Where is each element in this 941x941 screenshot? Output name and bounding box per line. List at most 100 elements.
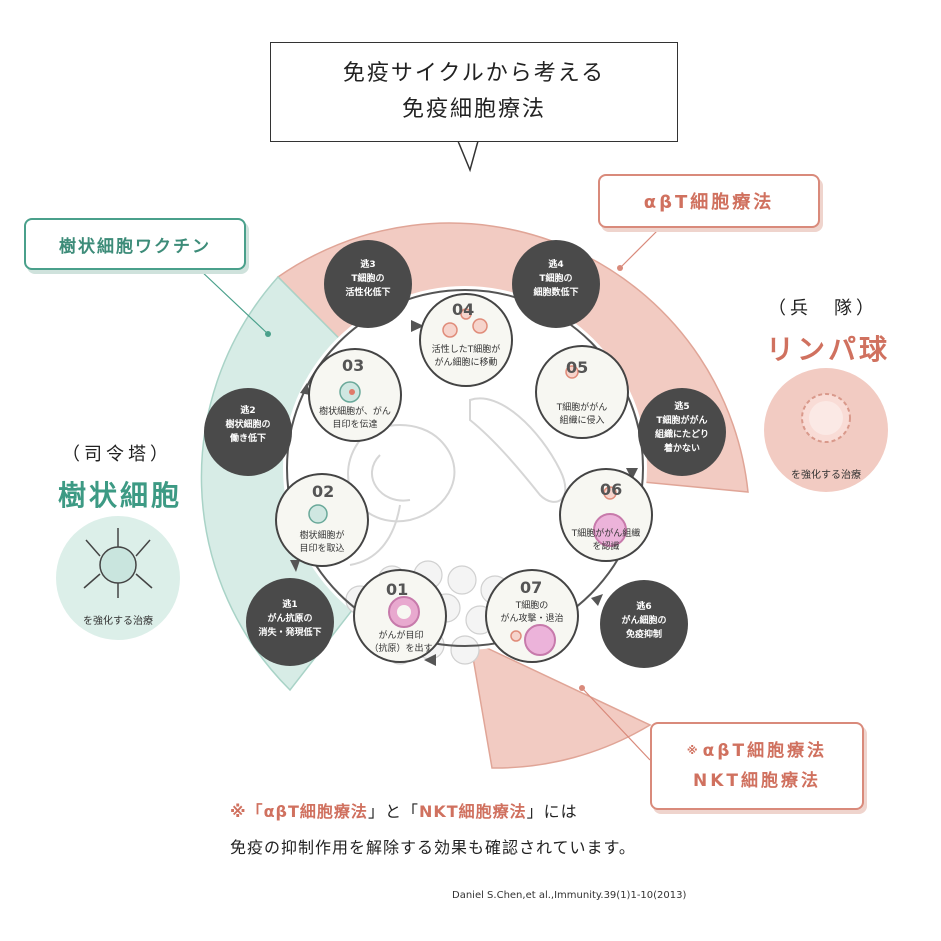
right-panel-name: リンパ球 <box>766 333 891 366</box>
note-line-1: ※「αβT細胞療法」と「NKT細胞療法」には <box>230 798 578 822</box>
left-panel-caption: を強化する治療 <box>83 616 153 627</box>
red-sector-bottom <box>469 638 652 769</box>
step-03-text2: 目印を伝達 <box>332 420 378 430</box>
step-03-text: 樹状細胞が、がん 目印を伝達 <box>306 406 404 432</box>
step-01-num: 01 <box>386 580 409 599</box>
title-box: 免疫サイクルから考える 免疫細胞療法 <box>270 42 678 142</box>
cycle-arrowheads <box>290 320 638 666</box>
step-01-text1: がんが目印 <box>378 631 424 641</box>
ab-t-callout: αβT細胞療法 <box>598 174 820 228</box>
step-02-text: 樹状細胞が 目印を取込 <box>277 530 367 556</box>
note-mid: 」と「 <box>367 802 419 821</box>
escape-1-tag: 逃1 <box>282 600 298 610</box>
step-05-text: T細胞ががん 組織に侵入 <box>536 402 628 428</box>
escape-circle-6 <box>600 580 688 668</box>
red-callout2-pointer <box>581 687 651 761</box>
escape-5: 逃5 T細胞ががん 組織にたどり 着かない <box>638 400 726 456</box>
step-06-text1: T細胞ががん組織 <box>571 529 641 539</box>
right-panel-caption: を強化する治療 <box>791 470 861 481</box>
step-04-num: 04 <box>452 300 475 319</box>
escape-4-tag: 逃4 <box>548 260 564 270</box>
escape-circle-3 <box>324 240 412 328</box>
escape-4: 逃4 T細胞の 細胞数低下 <box>512 258 600 300</box>
dendritic-vaccine-callout: 樹状細胞ワクチン <box>24 218 246 270</box>
escape-5-text2: 組織にたどり <box>654 430 709 440</box>
step-circle-04 <box>419 293 513 387</box>
escape-4-text1: T細胞の <box>539 274 573 284</box>
red-callout2-dot <box>579 685 585 691</box>
escape-3-tag: 逃3 <box>360 260 376 270</box>
step-05-num: 05 <box>566 358 589 377</box>
step-07-text1: T細胞の <box>515 601 549 611</box>
step-06-text2: を認識 <box>592 542 620 552</box>
title-tail <box>456 140 479 173</box>
step-04-text1: 活性したT細胞が <box>431 345 501 355</box>
step-07-num: 07 <box>520 578 543 597</box>
left-panel-paren: （司令塔） <box>62 444 172 465</box>
combo-therapy-callout: ※αβT細胞療法 NKT細胞療法 <box>650 722 864 810</box>
step-07-text: T細胞の がん攻撃・退治 <box>486 600 578 626</box>
escape-2: 逃2 樹状細胞の 働き低下 <box>204 404 292 446</box>
escape-2-text2: 働き低下 <box>229 434 266 444</box>
step-01-text2: （抗原）を出す <box>369 644 433 654</box>
escape-6-text1: がん細胞の <box>621 616 667 626</box>
step-circle-05 <box>535 345 629 439</box>
escape-1-text1: がん抗原の <box>267 614 313 624</box>
step-07-text2: がん攻撃・退治 <box>500 614 564 624</box>
escape-5-text3: 着かない <box>663 444 700 454</box>
step-02-num: 02 <box>312 482 335 501</box>
combo-line-1: ※αβT細胞療法 <box>687 736 827 766</box>
escape-6: 逃6 がん細胞の 免疫抑制 <box>600 600 688 642</box>
title-line-1: 免疫サイクルから考える <box>342 61 606 86</box>
escape-circle-4 <box>512 240 600 328</box>
escape-3-text2: 活性化低下 <box>345 288 391 298</box>
escape-1: 逃1 がん抗原の 消失・発現低下 <box>246 598 334 640</box>
step-04-text2: がん細胞に移動 <box>434 358 498 368</box>
escape-circle-5 <box>638 388 726 476</box>
escape-circles <box>204 240 726 668</box>
escape-4-text2: 細胞数低下 <box>533 288 579 298</box>
red-callout-dot <box>617 265 623 271</box>
citation: Daniel S.Chen,et al.,Immunity.39(1)1-10(… <box>452 890 687 901</box>
step-06-text: T細胞ががん組織 を認識 <box>558 528 654 554</box>
dendritic-cell-illustration <box>56 516 180 640</box>
green-callout-dot <box>265 331 271 337</box>
lymphocyte-illustration <box>764 368 888 492</box>
note-term-2: NKT細胞療法 <box>418 802 527 821</box>
step-illustrations <box>308 308 627 656</box>
step-04-text: 活性したT細胞が がん細胞に移動 <box>418 344 514 370</box>
note-line-2: 免疫の抑制作用を解除する効果も確認されています。 <box>230 838 636 857</box>
escape-6-tag: 逃6 <box>636 602 652 612</box>
cycle-ring <box>286 289 644 647</box>
escape-circle-1 <box>246 578 334 666</box>
left-panel-name: 樹状細胞 <box>58 479 183 512</box>
step-02-text2: 目印を取込 <box>299 544 345 554</box>
note-term-1: αβT細胞療法 <box>263 802 368 821</box>
note-prefix: ※「 <box>230 802 264 821</box>
combo-line-1-text: αβT細胞療法 <box>702 741 828 761</box>
step-03-text1: 樹状細胞が、がん <box>319 407 391 417</box>
step-02-text1: 樹状細胞が <box>299 531 345 541</box>
green-callout-pointer <box>199 269 269 335</box>
step-05-text1: T細胞ががん <box>556 403 608 413</box>
note-suffix: 」には <box>526 802 578 821</box>
combo-line-2: NKT細胞療法 <box>693 771 821 791</box>
step-06-num: 06 <box>600 480 623 499</box>
escape-circle-2 <box>204 388 292 476</box>
escape-3: 逃3 T細胞の 活性化低下 <box>324 258 412 300</box>
escape-3-text1: T細胞の <box>351 274 385 284</box>
combo-star: ※ <box>686 744 701 757</box>
escape-5-tag: 逃5 <box>674 402 690 412</box>
escape-1-text2: 消失・発現低下 <box>258 628 322 638</box>
escape-6-text2: 免疫抑制 <box>625 630 662 640</box>
escape-2-tag: 逃2 <box>240 406 256 416</box>
escape-2-text1: 樹状細胞の <box>225 420 271 430</box>
step-03-num: 03 <box>342 356 365 375</box>
red-callout-pointer <box>619 227 661 269</box>
step-01-text: がんが目印 （抗原）を出す <box>356 630 446 656</box>
escape-5-text1: T細胞ががん <box>656 416 708 426</box>
right-panel-paren: （兵 隊） <box>768 298 878 319</box>
title-line-2: 免疫細胞療法 <box>401 97 546 122</box>
step-05-text2: 組織に侵入 <box>559 416 605 426</box>
